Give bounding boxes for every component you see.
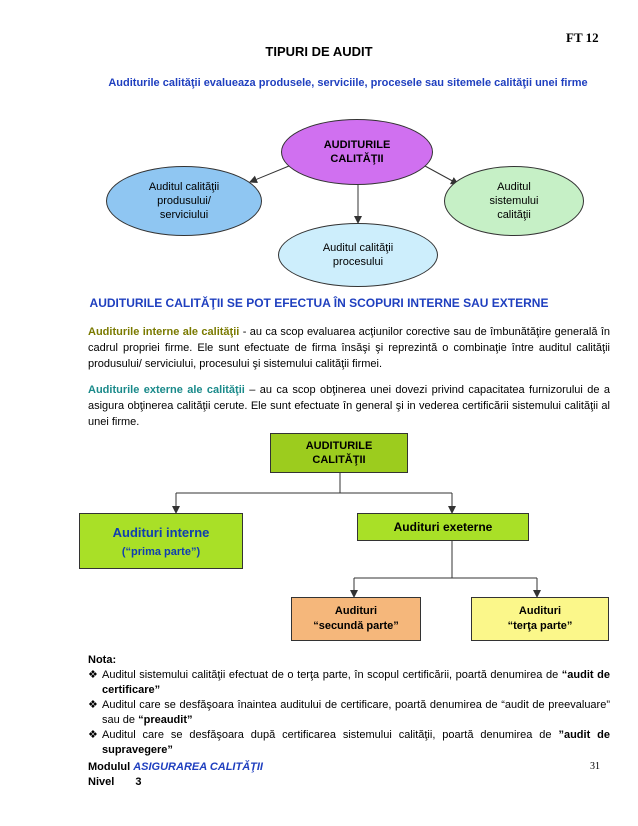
note-term: ”audit de supravegere” xyxy=(102,729,611,756)
note-term: “audit de certificare” xyxy=(102,669,610,696)
note-item: ❖ Auditul sistemului calităţii efectuat … xyxy=(88,668,610,698)
ellipse-system-audit: Auditul sistemului calităţii xyxy=(444,166,584,236)
box-third-party: Audituri “terţa parte” xyxy=(471,597,609,641)
box-root: AUDITURILE CALITĂŢII xyxy=(270,433,408,473)
page-title: TIPURI DE AUDIT xyxy=(265,44,373,59)
intro-text: Auditurile calităţii evalueaza produsele… xyxy=(108,77,588,89)
document-code: FT 12 xyxy=(566,30,599,45)
arrow-to-system xyxy=(424,165,459,185)
page-number: 31 xyxy=(590,761,600,772)
box-second-line1: Audituri xyxy=(334,605,378,617)
footer-level-label: Nivel xyxy=(88,776,115,788)
box-second-line2: “secundă parte” xyxy=(313,620,399,632)
paragraph-internal-text: - au ca scop evaluarea acţiunilor corect… xyxy=(88,326,610,370)
paragraph-internal-lead: Auditurile interne ale calităţii xyxy=(88,326,240,338)
paragraph-external-lead: Auditurile externe ale calităţii xyxy=(88,384,245,396)
note-item: ❖ Auditul care se desfăşoara după certif… xyxy=(88,728,610,758)
box-internal-subtitle: (“prima parte”) xyxy=(121,545,201,558)
note-term: “preaudit” xyxy=(138,714,193,726)
note-text: Auditul care se desfăşoara înaintea audi… xyxy=(102,699,610,726)
notes-label: Nota: xyxy=(88,654,117,666)
paragraph-internal: Auditurile interne ale calităţii - au ca… xyxy=(88,324,610,372)
box-external-audits: Audituri exeterne xyxy=(357,513,529,541)
ellipse-product-audit: Auditul calităţii produsului/ serviciulu… xyxy=(106,166,262,236)
footer-level: Nivel 3 xyxy=(88,776,141,788)
box-second-party: Audituri “secundă parte” xyxy=(291,597,421,641)
footer-level-value: 3 xyxy=(135,776,142,788)
ellipse-process-audit: Auditul calităţii procesului xyxy=(278,223,438,287)
box-internal-title: Audituri interne xyxy=(112,524,210,540)
note-item: ❖ Auditul care se desfăşoara înaintea au… xyxy=(88,698,610,728)
paragraph-external-text: – au ca scop obţinerea unei dovezi privi… xyxy=(88,384,610,428)
footer-module-name: ASIGURAREA CALITĂŢII xyxy=(133,761,263,773)
notes-section: Nota: ❖ Auditul sistemului calităţii efe… xyxy=(88,653,610,758)
box-internal-audits: Audituri interne (“prima parte”) xyxy=(79,513,243,569)
box-third-line2: “terţa parte” xyxy=(507,620,573,632)
box-third-line1: Audituri xyxy=(518,605,562,617)
diamond-bullet-icon: ❖ xyxy=(88,669,98,681)
diamond-bullet-icon: ❖ xyxy=(88,699,98,711)
arrow-to-product xyxy=(249,165,290,184)
ellipse-center: AUDITURILE CALITĂŢII xyxy=(281,119,433,185)
note-text: Auditul sistemului calităţii efectuat de… xyxy=(102,669,562,681)
paragraph-external: Auditurile externe ale calităţii – au ca… xyxy=(88,382,610,430)
section-heading: AUDITURILE CALITĂŢII SE POT EFECTUA ÎN S… xyxy=(89,296,549,310)
footer-module-label: Modulul xyxy=(88,761,131,773)
footer-module: Modulul ASIGURAREA CALITĂŢII xyxy=(88,761,263,773)
note-text: Auditul care se desfăşoara după certific… xyxy=(102,729,559,741)
diamond-bullet-icon: ❖ xyxy=(88,729,98,741)
